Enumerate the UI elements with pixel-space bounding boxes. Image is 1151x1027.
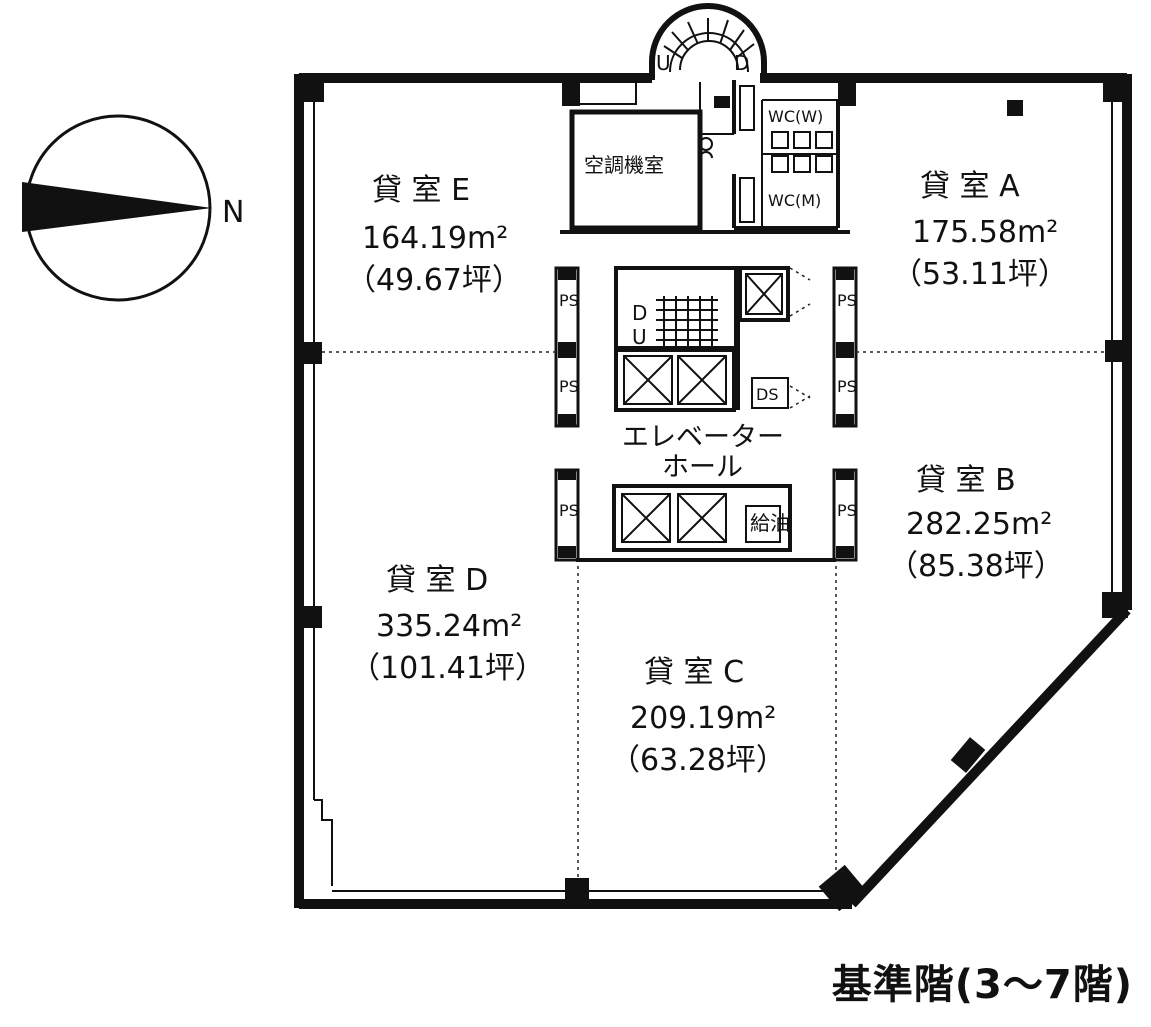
spiral-stair-down-label: D xyxy=(734,51,749,75)
compass: N xyxy=(22,114,244,302)
ps-label: PS xyxy=(837,291,857,310)
room-d-tsubo: （101.41坪） xyxy=(350,651,545,686)
room-a-tsubo: （53.11坪） xyxy=(892,257,1068,292)
elevator-hall-line2: ホール xyxy=(662,452,743,483)
room-E: 貸 室 E 164.19m² （49.67坪） xyxy=(346,173,522,298)
service-block: 空調機室 WC(W) WC(M) xyxy=(569,80,840,231)
ac-room-label: 空調機室 xyxy=(584,153,664,177)
room-d-name: 貸 室 D xyxy=(386,563,488,598)
wc-men-label: WC(M) xyxy=(768,191,821,210)
room-b-name: 貸 室 B xyxy=(916,463,1016,498)
elevator-hall-line1: エレベーター xyxy=(622,422,784,453)
floor-caption: 基準階(3〜7階) xyxy=(831,962,1133,1008)
ps-label: PS xyxy=(559,501,579,520)
core: D U DS エレベーター ホール 給油 xyxy=(560,230,850,562)
ps-label: PS xyxy=(837,377,857,396)
compass-needle-icon xyxy=(22,182,212,232)
room-A: 貸 室 A 175.58m² （53.11坪） xyxy=(892,169,1068,292)
room-d-area: 335.24m² xyxy=(376,609,522,644)
spiral-stair: U D xyxy=(649,3,767,80)
room-D: 貸 室 D 335.24m² （101.41坪） xyxy=(350,563,545,686)
ds-label: DS xyxy=(756,385,778,404)
refuel-label: 給油 xyxy=(750,511,790,535)
outer-walls xyxy=(294,73,1132,912)
wc-women-label: WC(W) xyxy=(768,107,823,126)
room-a-name: 貸 室 A xyxy=(920,169,1020,204)
ps-label: PS xyxy=(559,291,579,310)
room-e-area: 164.19m² xyxy=(362,221,508,256)
room-a-area: 175.58m² xyxy=(912,215,1058,250)
room-c-name: 貸 室 C xyxy=(644,655,744,690)
room-c-area: 209.19m² xyxy=(630,701,776,736)
room-b-area: 282.25m² xyxy=(906,507,1052,542)
room-c-tsubo: （63.28坪） xyxy=(610,743,786,778)
ps-shafts: PS PS PS PS PS PS xyxy=(554,266,858,562)
ps-label: PS xyxy=(559,377,579,396)
partitions xyxy=(322,267,1104,878)
room-e-name: 貸 室 E xyxy=(372,173,470,208)
stair-up-label: U xyxy=(632,325,647,349)
room-e-tsubo: （49.67坪） xyxy=(346,263,522,298)
spiral-stair-up-label: U xyxy=(656,51,671,75)
room-B: 貸 室 B 282.25m² （85.38坪） xyxy=(888,463,1064,584)
ps-label: PS xyxy=(837,501,857,520)
room-b-tsubo: （85.38坪） xyxy=(888,549,1064,584)
north-label: N xyxy=(222,195,244,230)
room-C: 貸 室 C 209.19m² （63.28坪） xyxy=(610,655,786,778)
stair-down-label: D xyxy=(632,301,647,325)
